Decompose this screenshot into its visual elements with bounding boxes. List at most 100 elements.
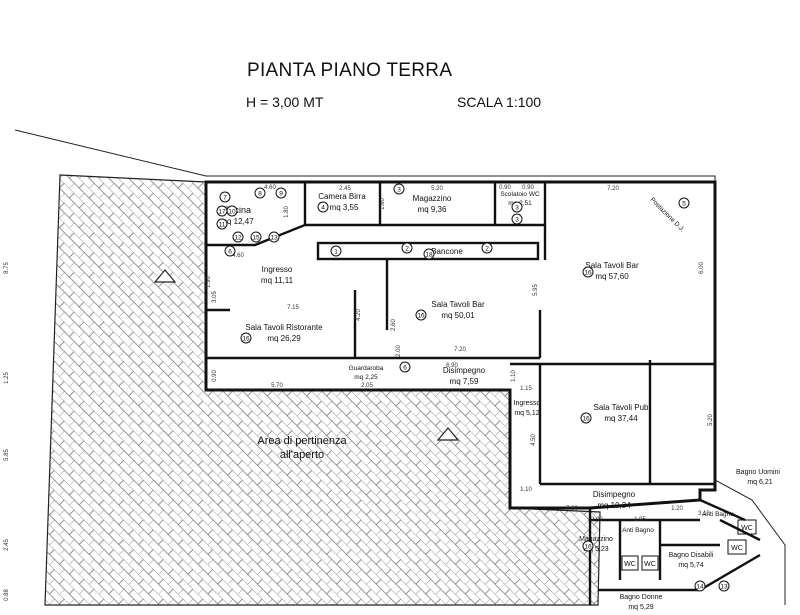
- internal-walls: [206, 182, 761, 605]
- room-area: mq 7,59: [450, 377, 479, 386]
- marker: 3: [511, 201, 523, 213]
- dimension: 7.20: [607, 186, 619, 192]
- marker: 14: [694, 580, 706, 592]
- wc-label: WC: [644, 561, 656, 568]
- marker: 10: [226, 205, 238, 217]
- svg-text:17: 17: [218, 209, 226, 216]
- svg-text:13: 13: [270, 235, 278, 242]
- circled-markers: 7 8 9 17 10 11 12 15 13 6 4 3 3 3 1 2 18…: [216, 183, 730, 592]
- dimension: 4.60: [232, 253, 244, 259]
- svg-text:14: 14: [696, 584, 704, 591]
- dimension: 5.20: [708, 414, 714, 426]
- dimension: 4.20: [356, 309, 362, 321]
- room-label: Disimpegno: [593, 490, 636, 499]
- marker: 11: [216, 218, 228, 230]
- dimension: 0.90: [522, 185, 534, 191]
- svg-text:6: 6: [228, 249, 232, 256]
- dimension: 2.05: [361, 383, 373, 389]
- svg-text:3: 3: [515, 205, 519, 212]
- dimension: 1.90: [206, 276, 212, 288]
- marker: 8: [254, 187, 266, 199]
- svg-text:6: 6: [403, 365, 407, 372]
- room-label: Sala Tavoli Bar: [585, 261, 639, 270]
- dimension: 3.05: [212, 291, 218, 303]
- dimension: 2.45: [4, 539, 10, 551]
- marker: 2: [481, 242, 493, 254]
- room-area: mq 10,34: [597, 501, 631, 510]
- dimension: 2.60: [391, 319, 397, 331]
- room-label: Sala Tavoli Bar: [431, 300, 485, 309]
- svg-text:1: 1: [334, 249, 338, 256]
- dimension: 7.60: [566, 506, 578, 512]
- svg-text:16: 16: [242, 336, 250, 343]
- room-area: mq 11,11: [261, 276, 294, 285]
- dimension: 8.75: [4, 262, 10, 274]
- dimension: 3.10: [698, 511, 710, 517]
- svg-text:7: 7: [223, 195, 227, 202]
- marker: 16: [580, 412, 592, 424]
- svg-text:16: 16: [582, 416, 590, 423]
- marker: 6: [224, 245, 236, 257]
- dimension: 1.10: [520, 487, 532, 493]
- room-area: mq 57,60: [595, 272, 629, 281]
- dimension: 1.80: [284, 206, 290, 218]
- dimension: 2.00: [591, 517, 603, 523]
- room-area: mq 5,12: [514, 410, 539, 417]
- entrance-markers: [153, 269, 460, 441]
- dimension: 5.70: [271, 383, 283, 389]
- dimension: 1.10: [511, 370, 517, 382]
- room-label: Ingresso: [514, 400, 541, 407]
- marker: 13: [268, 231, 280, 243]
- dimension: 6.00: [699, 262, 705, 274]
- marker: 17: [216, 205, 228, 217]
- room-label: Bagno Donne: [620, 594, 663, 601]
- marker: 13: [718, 580, 730, 592]
- marker: 3: [511, 213, 523, 225]
- svg-text:9: 9: [279, 191, 283, 198]
- svg-text:2: 2: [405, 246, 409, 253]
- room-label: Anti Bagno: [702, 511, 734, 518]
- svg-text:13: 13: [720, 584, 728, 591]
- room-label: Bagno Disabili: [669, 552, 714, 559]
- marker: 6: [399, 361, 411, 373]
- room-label: Bagno Uomini: [736, 469, 780, 476]
- room-label: Magazzino: [413, 194, 452, 203]
- svg-text:3: 3: [515, 217, 519, 224]
- marker: 12: [232, 231, 244, 243]
- svg-text:4: 4: [321, 205, 325, 212]
- marker: 9: [275, 187, 287, 199]
- svg-text:12: 12: [234, 235, 242, 242]
- dimension: 1.20: [671, 506, 683, 512]
- room-label: Magazzino: [579, 536, 613, 543]
- building-outline: [204, 180, 717, 510]
- svg-text:5: 5: [682, 201, 686, 208]
- svg-text:18: 18: [425, 252, 433, 259]
- dimension: 1.95: [634, 517, 646, 523]
- marker: 15: [250, 231, 262, 243]
- dimension: 0.88: [4, 589, 10, 601]
- room-label: Bancone: [431, 247, 463, 256]
- svg-text:3: 3: [397, 187, 401, 194]
- dimension: 0.90: [212, 370, 218, 382]
- wc-label: WC: [624, 561, 636, 568]
- svg-text:16: 16: [584, 270, 592, 277]
- wc-label: WC: [741, 525, 753, 532]
- marker: 18: [423, 248, 435, 260]
- dimension: 1.15: [520, 386, 532, 392]
- outdoor-area-sublabel: all'aperto: [280, 449, 324, 461]
- svg-text:11: 11: [219, 222, 226, 229]
- marker: 7: [219, 191, 231, 203]
- marker: 4: [317, 201, 329, 213]
- marker: 16: [415, 309, 427, 321]
- dimension: 2.00: [396, 345, 402, 357]
- room-area: mq 3,55: [330, 203, 359, 212]
- room-area: mq 12,47: [220, 217, 254, 226]
- room-area: mq 6,21: [747, 479, 772, 486]
- marker: 16: [582, 266, 594, 278]
- dimension-labels: 4.60 2.45 5.20 0.90 0.90 7.20 6.00 4.60 …: [4, 185, 714, 601]
- svg-text:15: 15: [252, 235, 260, 242]
- room-area: mq 37,44: [604, 414, 638, 423]
- svg-text:10: 10: [228, 209, 236, 216]
- wc-label: WC: [731, 545, 743, 552]
- marker: 5: [678, 197, 690, 209]
